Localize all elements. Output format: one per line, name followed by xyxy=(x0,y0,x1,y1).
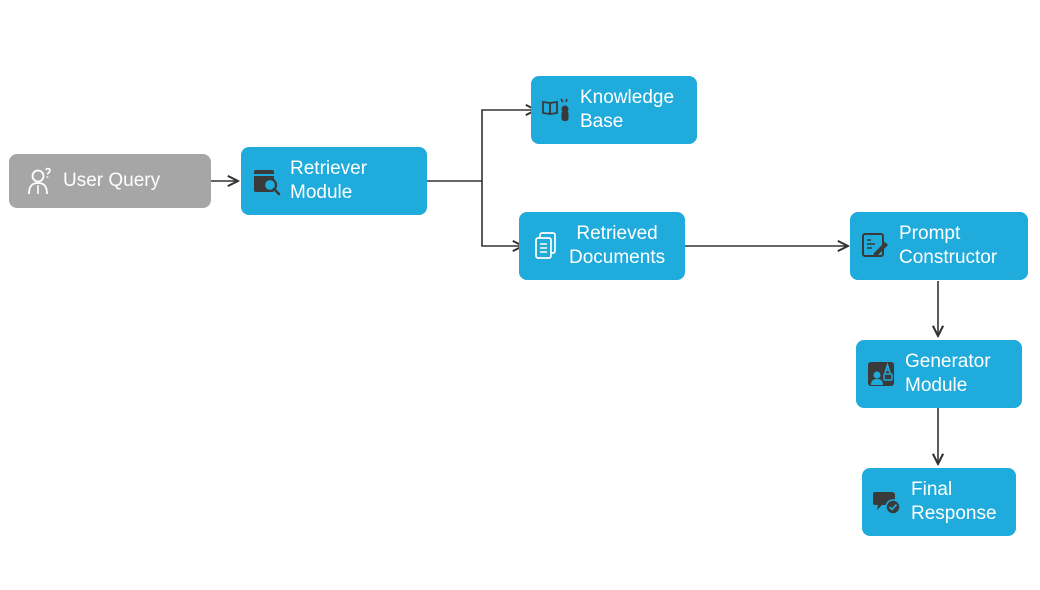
book-brain-icon xyxy=(541,95,571,125)
label-line: Documents xyxy=(569,247,666,268)
node-retrieved-documents[interactable]: Retrieved Documents xyxy=(519,212,685,280)
node-retriever-module[interactable]: Retriever Module xyxy=(241,147,427,215)
node-label: Final Response xyxy=(911,478,997,526)
node-generator-module[interactable]: Generator Module xyxy=(856,340,1022,408)
node-label: Knowledge Base xyxy=(580,86,674,134)
node-user-query[interactable]: User Query xyxy=(9,154,211,208)
edge-retriever-to-retrieved-documents xyxy=(481,181,523,246)
label-line: Retriever xyxy=(290,158,368,179)
edge-retriever-to-knowledge-base xyxy=(427,110,536,182)
label-line: Knowledge xyxy=(580,87,675,108)
node-label: Retriever Module xyxy=(290,157,367,205)
node-label: Prompt Constructor xyxy=(899,222,997,270)
node-prompt-constructor[interactable]: Prompt Constructor xyxy=(850,212,1028,280)
chat-check-icon xyxy=(872,487,902,517)
label-line: User Query xyxy=(63,170,161,191)
user-question-icon xyxy=(25,166,55,196)
label-line: Response xyxy=(911,503,997,524)
label-line: Retrieved xyxy=(576,223,658,244)
label-line: Constructor xyxy=(899,247,998,268)
search-database-icon xyxy=(251,166,281,196)
node-label: Generator Module xyxy=(905,350,991,398)
label-line: Prompt xyxy=(899,223,961,244)
label-line: Base xyxy=(580,111,624,132)
label-line: Generator xyxy=(905,351,991,372)
node-knowledge-base[interactable]: Knowledge Base xyxy=(531,76,697,144)
node-label: Retrieved Documents xyxy=(569,222,665,270)
documents-icon xyxy=(531,231,561,261)
label-line: Module xyxy=(905,375,968,396)
node-label: User Query xyxy=(63,169,160,193)
label-line: Final xyxy=(911,479,953,500)
label-line: Module xyxy=(290,182,353,203)
robot-generator-icon xyxy=(866,359,896,389)
prompt-edit-icon xyxy=(860,231,890,261)
node-final-response[interactable]: Final Response xyxy=(862,468,1016,536)
